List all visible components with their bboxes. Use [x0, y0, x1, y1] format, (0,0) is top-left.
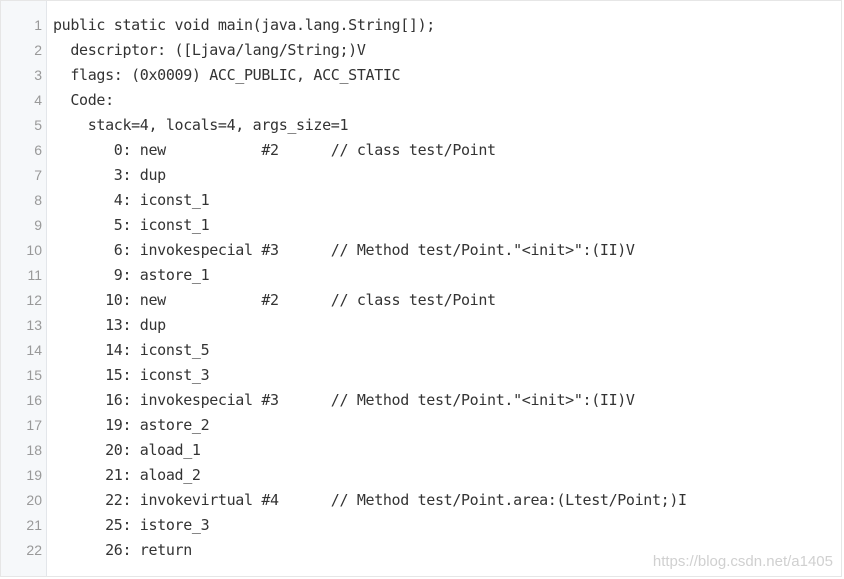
code-text[interactable]: 6: invokespecial #3 // Method test/Point…: [53, 241, 635, 259]
code-line: 10 6: invokespecial #3 // Method test/Po…: [1, 238, 841, 263]
code-text[interactable]: 22: invokevirtual #4 // Method test/Poin…: [53, 491, 687, 509]
code-text[interactable]: stack=4, locals=4, args_size=1: [53, 116, 349, 134]
line-number: 16: [26, 392, 42, 408]
code-text[interactable]: 3: dup: [53, 166, 166, 184]
line-number: 15: [26, 367, 42, 383]
line-number: 1: [34, 17, 42, 33]
code-line: 12 10: new #2 // class test/Point: [1, 288, 841, 313]
watermark: https://blog.csdn.net/a1405: [652, 553, 833, 570]
code-text[interactable]: 19: astore_2: [53, 416, 210, 434]
code-text[interactable]: 20: aload_1: [53, 441, 201, 459]
line-number: 17: [26, 417, 42, 433]
code-line: 21 25: istore_3: [1, 513, 841, 538]
line-number: 4: [34, 92, 42, 108]
code-line: 3 flags: (0x0009) ACC_PUBLIC, ACC_STATIC: [1, 63, 841, 88]
code-text[interactable]: 14: iconst_5: [53, 341, 210, 359]
code-line: 1 public static void main(java.lang.Strin…: [1, 13, 841, 38]
code-text[interactable]: 26: return: [53, 541, 192, 559]
code-text[interactable]: flags: (0x0009) ACC_PUBLIC, ACC_STATIC: [53, 66, 401, 84]
line-number: 8: [34, 192, 42, 208]
code-line: 14 14: iconst_5: [1, 338, 841, 363]
line-number: 22: [26, 542, 42, 558]
code-line: 20 22: invokevirtual #4 // Method test/P…: [1, 488, 841, 513]
code-text[interactable]: public static void main(java.lang.String…: [53, 16, 435, 34]
line-number: 3: [34, 67, 42, 83]
line-number: 21: [26, 517, 42, 533]
code-text[interactable]: descriptor: ([Ljava/lang/String;)V: [53, 41, 366, 59]
code-lines: 1 public static void main(java.lang.Strin…: [1, 13, 841, 563]
code-line: 9 5: iconst_1: [1, 213, 841, 238]
code-line: 18 20: aload_1: [1, 438, 841, 463]
line-number: 2: [34, 42, 42, 58]
line-number: 20: [26, 492, 42, 508]
code-text[interactable]: 9: astore_1: [53, 266, 210, 284]
code-text[interactable]: 21: aload_2: [53, 466, 201, 484]
code-line: 22 26: return: [1, 538, 841, 563]
code-text[interactable]: 10: new #2 // class test/Point: [53, 291, 496, 309]
line-number: 14: [26, 342, 42, 358]
code-line: 8 4: iconst_1: [1, 188, 841, 213]
line-number-gutter: [1, 1, 47, 576]
code-line: 16 16: invokespecial #3 // Method test/P…: [1, 388, 841, 413]
line-number: 10: [26, 242, 42, 258]
code-line: 17 19: astore_2: [1, 413, 841, 438]
code-text[interactable]: 4: iconst_1: [53, 191, 210, 209]
code-text[interactable]: 0: new #2 // class test/Point: [53, 141, 496, 159]
code-line: 7 3: dup: [1, 163, 841, 188]
code-text[interactable]: 25: istore_3: [53, 516, 210, 534]
code-line: 6 0: new #2 // class test/Point: [1, 138, 841, 163]
code-text[interactable]: 16: invokespecial #3 // Method test/Poin…: [53, 391, 635, 409]
code-text[interactable]: 15: iconst_3: [53, 366, 210, 384]
code-line: 13 13: dup: [1, 313, 841, 338]
code-text[interactable]: 5: iconst_1: [53, 216, 210, 234]
line-number: 5: [34, 117, 42, 133]
code-line: 4 Code:: [1, 88, 841, 113]
code-line: 5 stack=4, locals=4, args_size=1: [1, 113, 841, 138]
code-text[interactable]: Code:: [53, 91, 114, 109]
code-line: 15 15: iconst_3: [1, 363, 841, 388]
line-number: 7: [34, 167, 42, 183]
code-line: 19 21: aload_2: [1, 463, 841, 488]
code-text[interactable]: 13: dup: [53, 316, 166, 334]
line-number: 11: [27, 267, 42, 283]
line-number: 12: [26, 292, 42, 308]
line-number: 13: [26, 317, 42, 333]
line-number: 6: [34, 142, 42, 158]
code-line: 2 descriptor: ([Ljava/lang/String;)V: [1, 38, 841, 63]
line-number: 18: [26, 442, 42, 458]
line-number: 19: [26, 467, 42, 483]
line-number: 9: [34, 217, 42, 233]
code-line: 11 9: astore_1: [1, 263, 841, 288]
